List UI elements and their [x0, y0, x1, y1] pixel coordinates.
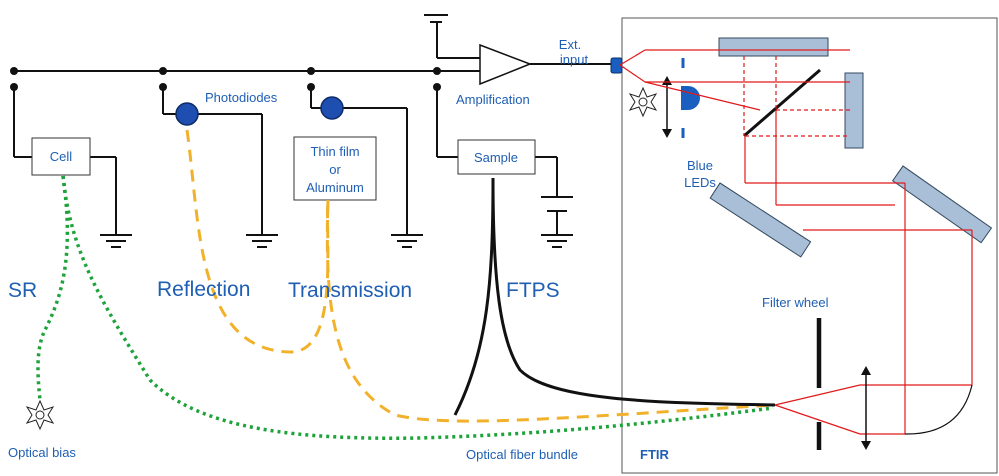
sample-label: Sample: [474, 150, 518, 165]
ftps-fiber: [491, 177, 776, 407]
reflection-label: Reflection: [157, 278, 250, 301]
reflection-transmission-fiber: [185, 129, 330, 354]
transmission-fiber-to-bundle: [325, 199, 774, 423]
ftir-label: FTIR: [640, 447, 669, 462]
amplifier-symbol: [479, 43, 533, 86]
ext-input-label-1: Ext.: [559, 37, 581, 52]
ftps-label: FTPS: [506, 279, 560, 302]
transmission-label: Transmission: [288, 279, 412, 302]
sr-fiber-bias: [36, 175, 70, 401]
beam-splitter: [743, 68, 821, 138]
transmission-photodiode: [320, 96, 344, 120]
ftps-fiber-branch: [453, 177, 495, 416]
optical-bias-light-icon: [25, 399, 55, 431]
ext-input-label-2: input: [560, 52, 589, 67]
led-light-icon: [628, 86, 658, 118]
reflection-branch: [159, 83, 278, 248]
optical-fiber-bundle-label: Optical fiber bundle: [466, 447, 578, 462]
lower-right-mirror: [891, 165, 993, 244]
ftir-enclosure: [621, 17, 998, 474]
ext-input-port: [610, 57, 623, 74]
filter-wheel-label: Filter wheel: [762, 295, 829, 310]
sr-fiber-to-bundle: [61, 175, 774, 440]
sample-branch: [433, 83, 573, 248]
thin-film-label-1: Thin film: [310, 144, 359, 159]
thin-film-box: [293, 136, 377, 201]
led-adjust-arrow-icon: [662, 76, 672, 138]
right-mirror: [844, 72, 864, 149]
thin-film-label-3: Aluminum: [306, 180, 364, 195]
thin-film-label-2: or: [329, 162, 341, 177]
ext-input-beam: [619, 49, 646, 83]
amplification-label: Amplification: [456, 92, 530, 107]
top-mirror: [718, 37, 829, 57]
blue-led-icon: [681, 58, 700, 138]
signal-bus: [10, 67, 480, 75]
lower-left-mirror: [709, 182, 812, 258]
amplifier-ground-symbol: [424, 14, 480, 59]
blue-leds-label-2: LEDs: [684, 175, 716, 190]
blue-leds-label-1: Blue: [687, 158, 713, 173]
cell-label: Cell: [50, 149, 73, 164]
cell-branch: [10, 83, 132, 248]
cell-box: [31, 137, 91, 176]
sr-label: SR: [8, 279, 37, 302]
sample-box: [457, 139, 536, 175]
reflection-photodiode: [175, 102, 199, 126]
optical-bias-label: Optical bias: [8, 445, 76, 460]
ftir-beam-paths: [644, 49, 973, 435]
photodiodes-label: Photodiodes: [205, 90, 278, 105]
transmission-branch: [307, 83, 423, 248]
filter-adjust-arrow-icon: [861, 366, 871, 450]
